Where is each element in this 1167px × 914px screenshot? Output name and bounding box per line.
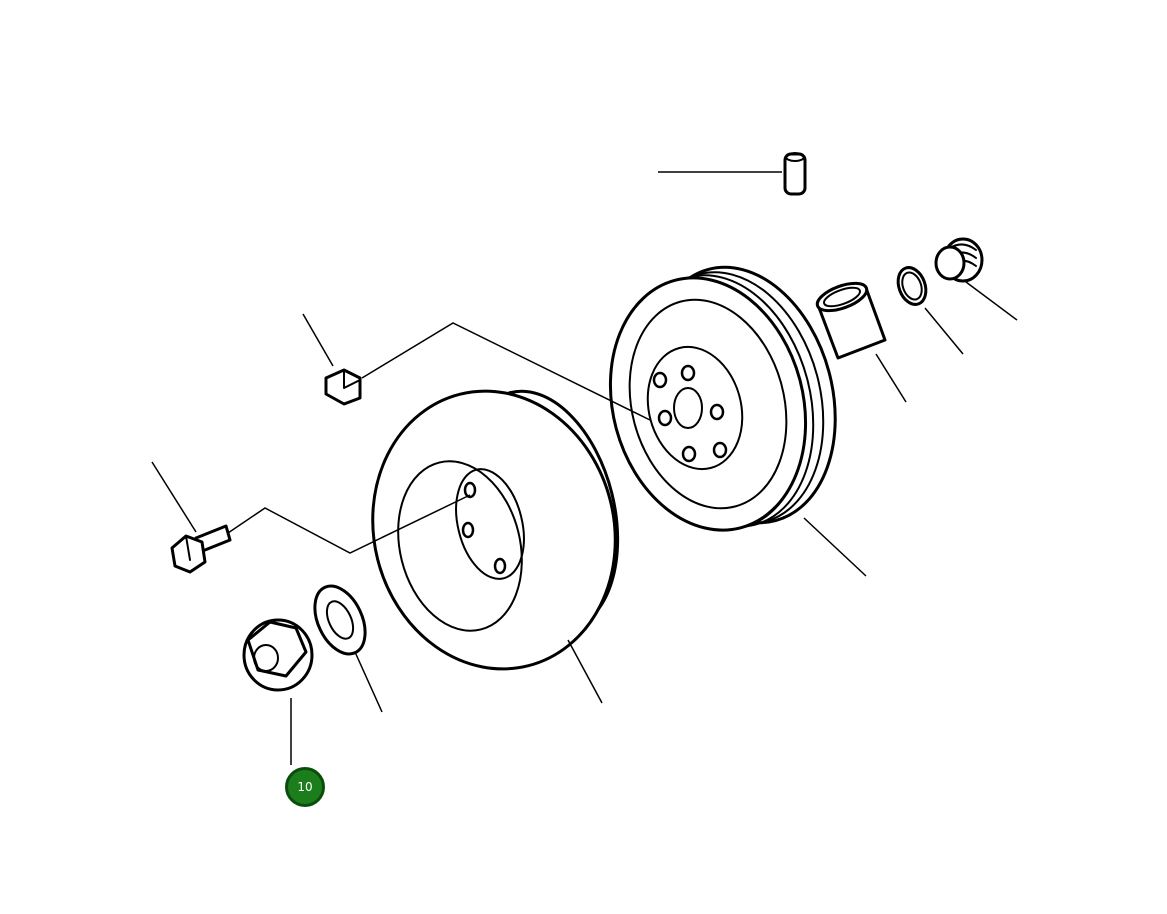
woodruff-key (302, 313, 651, 421)
dowel-pin (658, 152, 807, 196)
callout-badge-10[interactable]: 10 (285, 767, 325, 807)
bolt (151, 461, 471, 574)
bushing (815, 281, 907, 403)
rear-pulley (608, 265, 867, 577)
o-ring (896, 266, 964, 355)
washer (313, 584, 383, 713)
front-pulley (371, 389, 620, 704)
flange-nut (242, 618, 314, 765)
spring-cap (934, 237, 1018, 321)
